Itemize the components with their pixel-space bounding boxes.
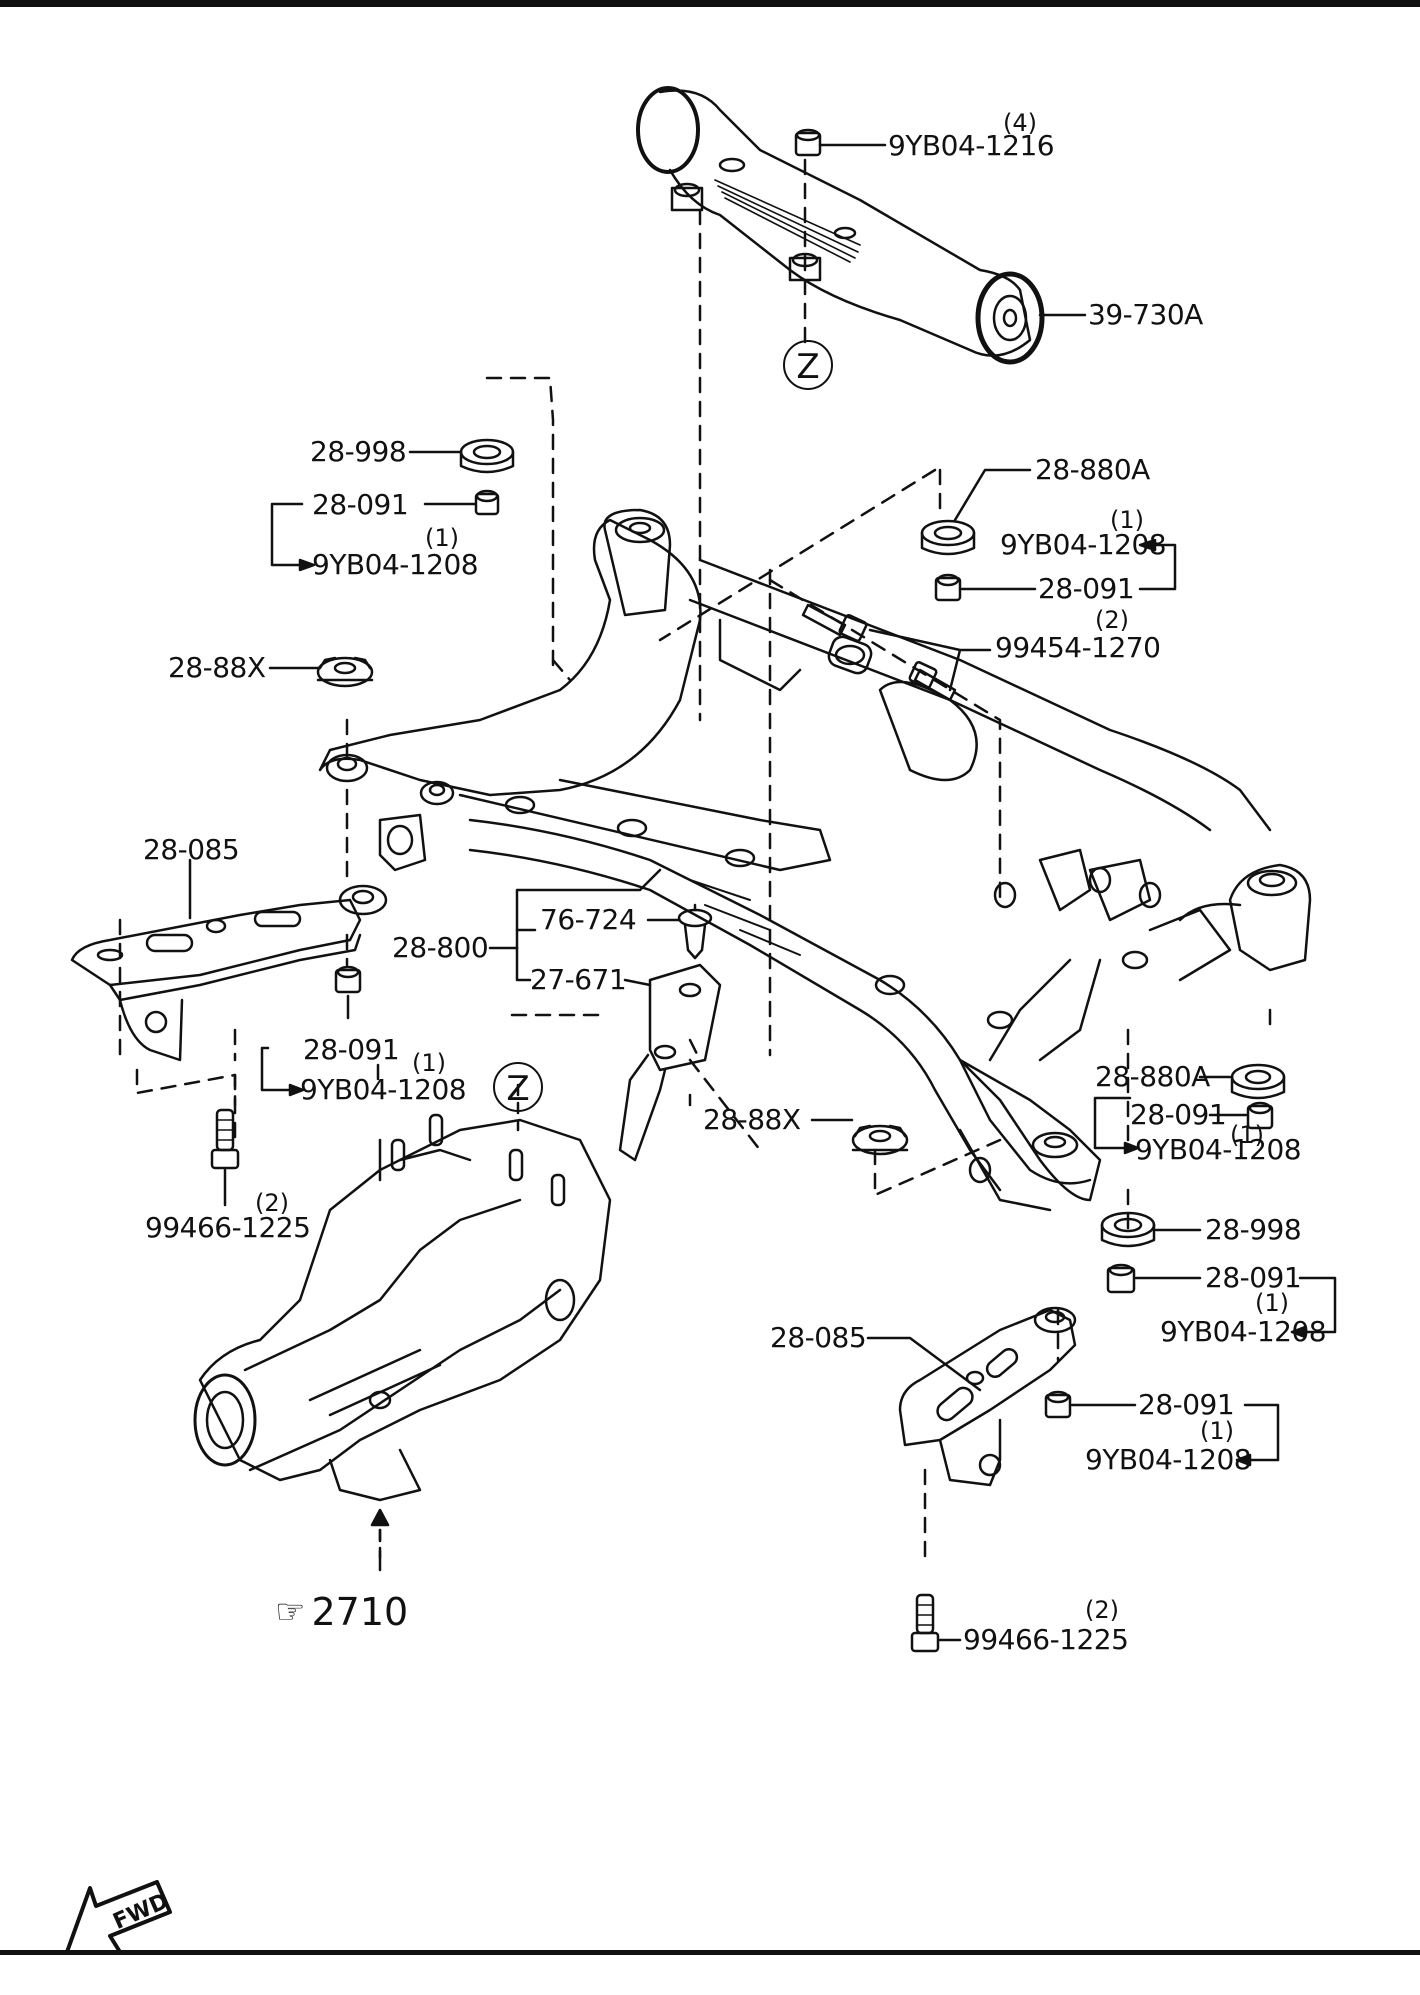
bracket-line bbox=[515, 868, 662, 950]
nut-icon bbox=[334, 965, 362, 994]
arrow-icon bbox=[1290, 1325, 1307, 1339]
qty-label: (1) bbox=[1230, 1121, 1264, 1149]
qty-label: (1) bbox=[1255, 1289, 1289, 1317]
nut-9yb04-1216-icon bbox=[794, 128, 887, 157]
top-border bbox=[0, 0, 1420, 7]
leader-line bbox=[868, 628, 992, 692]
part-number-label[interactable]: 28-091 bbox=[1138, 1388, 1235, 1421]
mount-insulator-28-880a-top-icon bbox=[920, 519, 976, 556]
qty-label: (1) bbox=[425, 524, 459, 552]
part-number-label[interactable]: 28-88X bbox=[168, 651, 266, 684]
qty-label: (2) bbox=[255, 1189, 289, 1217]
stopper-28-88x-left-icon bbox=[316, 656, 374, 688]
arrow-icon bbox=[1138, 538, 1157, 552]
nut-28-091-lower2-icon bbox=[1106, 1263, 1136, 1294]
arrow-icon bbox=[288, 1083, 305, 1097]
nut-28-091-right-icon bbox=[934, 573, 962, 602]
pointing-hand-icon: ☞ bbox=[275, 1592, 306, 1632]
bracket-line bbox=[1093, 1096, 1132, 1150]
qty-label: (1) bbox=[1200, 1417, 1234, 1445]
bracket-line bbox=[1138, 543, 1177, 591]
bolt-99454-1270-icon bbox=[801, 603, 957, 702]
nut-28-091-left-icon bbox=[474, 489, 500, 516]
fwd-direction-arrow-icon: FWD bbox=[65, 1880, 172, 1954]
leader-line bbox=[866, 1336, 982, 1392]
lower-bracket-right bbox=[898, 1306, 1077, 1487]
part-number-label[interactable]: 28-880A bbox=[1095, 1060, 1210, 1093]
part-number-label[interactable]: 28-091 bbox=[1038, 572, 1135, 605]
bracket-line bbox=[515, 946, 532, 982]
arrow-icon bbox=[298, 558, 316, 572]
bottom-border bbox=[0, 1950, 1420, 1955]
bolt-99466-1225-icon bbox=[210, 1108, 240, 1170]
part-number-label[interactable]: 9YB04-1208 bbox=[1160, 1315, 1327, 1348]
dashed-leaders bbox=[118, 376, 1272, 1567]
see-also-reference[interactable]: ☞ 2710 bbox=[275, 1592, 408, 1632]
rear-crossmember bbox=[318, 508, 1312, 1212]
part-number-label[interactable]: 28-880A bbox=[1035, 453, 1150, 486]
qty-label: (1) bbox=[412, 1049, 446, 1077]
qty-label: (2) bbox=[1095, 606, 1129, 634]
arrow-icon bbox=[1235, 1453, 1252, 1467]
bracket-line bbox=[270, 502, 304, 567]
part-number-label[interactable]: 76-724 bbox=[540, 903, 637, 936]
mount-insulator-28-880a-lower-icon bbox=[1230, 1063, 1286, 1100]
bolt-99466-1225-right-icon bbox=[910, 1593, 940, 1653]
leader-line bbox=[623, 978, 652, 987]
leader-line bbox=[953, 468, 1032, 522]
part-number-label[interactable]: 28-091 bbox=[1205, 1261, 1302, 1294]
lower-bracket-left bbox=[70, 884, 388, 1062]
part-number-label[interactable]: 28-085 bbox=[143, 833, 240, 866]
part-number-label[interactable]: 28-998 bbox=[1205, 1213, 1302, 1246]
arrow-icon bbox=[370, 1508, 390, 1527]
reference-mark-z: Z bbox=[783, 340, 833, 390]
mount-insulator-28-998-left-icon bbox=[459, 438, 515, 474]
part-number-label[interactable]: 27-671 bbox=[530, 963, 627, 996]
qty-label: (4) bbox=[1003, 109, 1037, 137]
arrow-icon bbox=[1123, 1141, 1140, 1155]
nut-28-091-bottom-icon bbox=[1044, 1390, 1072, 1419]
see-also-number: 2710 bbox=[311, 1590, 409, 1634]
part-number-label[interactable]: 28-091 bbox=[312, 488, 409, 521]
part-number-label[interactable]: 99454-1270 bbox=[995, 631, 1161, 664]
bracket-line bbox=[1298, 1276, 1337, 1334]
mount-insulator-28-998-lower-icon bbox=[1100, 1211, 1156, 1248]
part-number-label[interactable]: 28-88X bbox=[703, 1103, 801, 1136]
part-number-label[interactable]: 9YB04-1208 bbox=[300, 1073, 467, 1106]
part-number-label[interactable]: 9YB04-1208 bbox=[1000, 528, 1167, 561]
part-number-label[interactable]: 39-730A bbox=[1088, 298, 1203, 331]
part-number-label[interactable]: 9YB04-1208 bbox=[1085, 1443, 1252, 1476]
bracket-line bbox=[1243, 1403, 1280, 1462]
differential-housing bbox=[193, 1113, 612, 1502]
part-number-label[interactable]: 99466-1225 bbox=[963, 1623, 1129, 1656]
part-number-label[interactable]: 9YB04-1216 bbox=[888, 129, 1055, 162]
part-number-label[interactable]: 28-998 bbox=[310, 435, 407, 468]
bracket-line bbox=[260, 1046, 292, 1092]
part-number-label[interactable]: 28-091 bbox=[1130, 1098, 1227, 1131]
clip-76-724-icon bbox=[677, 903, 713, 960]
reference-mark-z: Z bbox=[493, 1062, 543, 1112]
part-number-label[interactable]: 9YB04-1208 bbox=[1135, 1133, 1302, 1166]
part-number-label[interactable]: 28-800 bbox=[392, 931, 489, 964]
part-number-label[interactable]: 9YB04-1208 bbox=[312, 548, 479, 581]
qty-label: (1) bbox=[1110, 506, 1144, 534]
part-number-label[interactable]: 28-091 bbox=[303, 1033, 400, 1066]
qty-label: (2) bbox=[1085, 1596, 1119, 1624]
part-number-label[interactable]: 28-085 bbox=[770, 1321, 867, 1354]
stopper-28-88x-right-icon bbox=[851, 1124, 909, 1156]
bracket-27-671 bbox=[618, 963, 722, 1162]
part-number-label[interactable]: 99466-1225 bbox=[145, 1211, 311, 1244]
nut-28-091-lower-icon bbox=[1246, 1101, 1274, 1130]
